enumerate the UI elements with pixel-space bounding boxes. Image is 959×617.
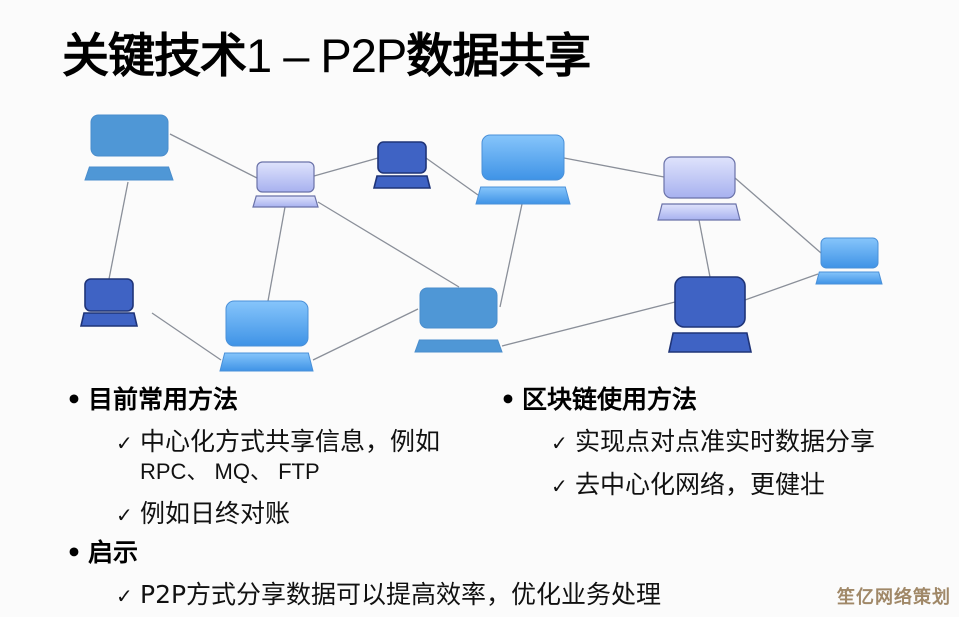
network-link-pc2-pc3	[313, 157, 379, 177]
item-text: 中心化方式共享信息，例如	[140, 427, 441, 456]
keyboard-base	[475, 186, 571, 205]
monitor-screen	[419, 287, 498, 329]
section-blockchain-heading: •区块链使用方法	[500, 384, 697, 416]
network-link-pc2-pc8	[317, 201, 460, 288]
computer-icon	[79, 278, 139, 327]
network-link-pc1-pc2	[169, 133, 258, 179]
computer-icon	[84, 114, 174, 181]
monitor-screen	[90, 114, 169, 157]
network-link-pc8-pc7	[501, 301, 676, 347]
bullet-dot: •	[66, 538, 82, 567]
network-link-pc5-pc6	[734, 177, 822, 254]
section-insight-item: ✓ P2P方式分享数据可以提高效率，优化业务处理	[116, 579, 661, 612]
section-blockchain-item: ✓ 实现点对点准实时数据分享	[551, 426, 875, 459]
title-part-3: 数据共享	[406, 29, 591, 84]
title-part-2: 1 – P2P	[246, 29, 407, 82]
computer-icon	[252, 161, 319, 208]
monitor-screen	[256, 161, 315, 193]
network-link-pc5-pc7	[698, 219, 711, 278]
monitor-screen	[377, 141, 427, 174]
monitor-screen	[481, 134, 565, 181]
keyboard-base	[252, 195, 319, 208]
section-current-item: ✓ 例如日终对账	[116, 498, 290, 531]
network-nodes	[79, 114, 883, 372]
item-text: 例如日终对账	[140, 499, 291, 528]
heading-text: 启示	[88, 538, 139, 567]
computer-icon	[219, 300, 314, 372]
section-current-item: ✓ 中心化方式共享信息，例如 RPC、 MQ、 FTP	[116, 426, 440, 485]
keyboard-base	[219, 352, 314, 372]
keyboard-base	[84, 166, 174, 181]
monitor-screen	[84, 278, 134, 312]
computer-icon	[668, 276, 752, 353]
network-link-pc4-pc8	[499, 203, 523, 308]
computer-icon	[372, 141, 432, 189]
keyboard-base	[372, 175, 432, 189]
keyboard-base	[668, 332, 752, 353]
item-text: P2P方式分享数据可以提高效率，优化业务处理	[140, 580, 662, 609]
watermark: 笙亿网络策划	[837, 587, 951, 608]
network-link-pc2-pc9	[267, 206, 286, 302]
heading-text: 目前常用方法	[88, 385, 239, 414]
check-icon: ✓	[551, 474, 568, 498]
keyboard-base	[79, 312, 139, 327]
slide-title: 关键技术1 – P2P数据共享	[62, 24, 591, 89]
network-link-pc4-pc5	[563, 157, 665, 178]
section-current-heading: •目前常用方法	[66, 384, 238, 416]
item-text: 实现点对点准实时数据分享	[575, 427, 876, 456]
network-link-pc1-pc10	[108, 181, 129, 280]
bullet-dot: •	[66, 385, 82, 414]
section-blockchain-item: ✓ 去中心化网络，更健壮	[551, 469, 825, 502]
keyboard-base	[657, 203, 741, 221]
p2p-network-diagram	[79, 114, 883, 372]
monitor-screen	[663, 156, 736, 199]
section-insight-heading: •启示	[66, 537, 138, 569]
check-icon: ✓	[551, 431, 568, 455]
bullet-dot: •	[500, 385, 516, 414]
computer-icon	[815, 237, 883, 285]
title-part-1: 关键技术	[62, 29, 247, 84]
network-link-pc10-pc9	[151, 312, 222, 361]
network-link-pc7-pc6	[744, 273, 819, 301]
monitor-screen	[820, 237, 879, 269]
computer-icon	[475, 134, 571, 205]
network-link-pc9-pc8	[312, 308, 419, 361]
network-link-pc3-pc4	[425, 157, 479, 196]
check-icon: ✓	[116, 584, 133, 608]
monitor-screen	[225, 300, 309, 347]
network-links	[108, 133, 822, 361]
computer-icon	[657, 156, 741, 221]
keyboard-base	[815, 271, 883, 285]
computer-icon	[414, 287, 503, 353]
check-icon: ✓	[116, 503, 133, 527]
heading-text: 区块链使用方法	[522, 385, 698, 414]
keyboard-base	[414, 339, 503, 353]
item-text: 去中心化网络，更健壮	[575, 470, 826, 499]
check-icon: ✓	[116, 431, 133, 455]
item-continuation: RPC、 MQ、 FTP	[140, 459, 320, 484]
monitor-screen	[674, 276, 746, 328]
